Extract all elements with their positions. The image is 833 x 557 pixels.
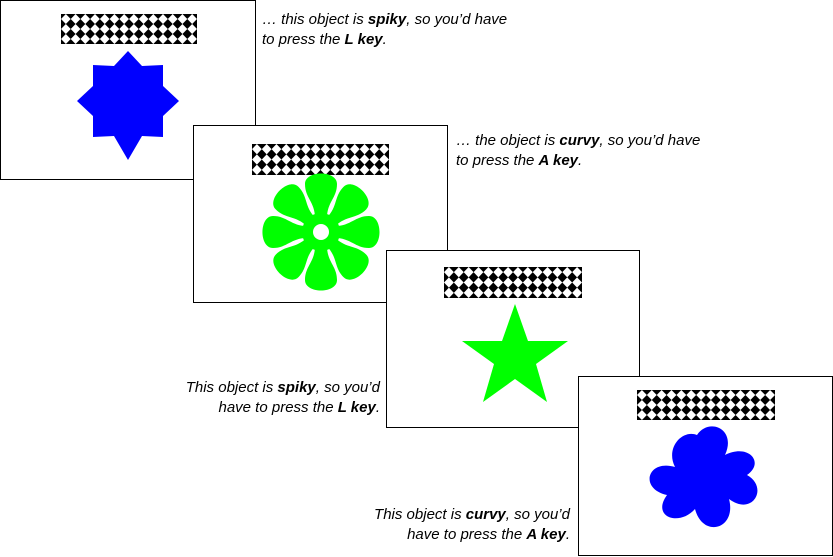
caption-3-text: , so you’d <box>315 379 380 396</box>
caption-1-text: , so you’d have <box>406 11 508 28</box>
caption-4-text: , so you’d <box>505 506 570 523</box>
caption-3-text: This object is <box>185 379 278 396</box>
caption-1-bold: spiky <box>367 11 407 28</box>
diamond-mask <box>637 390 775 420</box>
caption-3: This object is spiky, so you’d have to p… <box>130 378 380 418</box>
caption-2-key: A key <box>538 152 579 169</box>
caption-4-key: A key <box>526 526 566 543</box>
curvy-flower-shape <box>262 173 380 291</box>
caption-1-text: … this object is <box>262 11 368 28</box>
caption-4-bold: curvy <box>465 506 506 523</box>
caption-2-text: to press the <box>456 152 539 169</box>
card-3-svg <box>444 267 582 402</box>
caption-4-text: . <box>565 526 570 543</box>
caption-3-text: have to press the <box>218 399 338 416</box>
caption-3-bold: spiky <box>277 379 316 396</box>
caption-2-text: . <box>578 152 583 169</box>
caption-4: This object is curvy, so you’d have to p… <box>320 505 570 545</box>
caption-1: … this object is spiky, so you’d have to… <box>262 10 522 50</box>
caption-3-key: L key <box>337 399 376 416</box>
diamond-mask <box>252 144 389 175</box>
caption-1-text: to press the <box>262 31 345 48</box>
caption-2-text: … the object is <box>456 132 560 149</box>
caption-2: … the object is curvy, so you’d have to … <box>456 131 726 171</box>
five-point-star-shape <box>462 304 568 402</box>
caption-4-text: have to press the <box>407 526 527 543</box>
caption-4-text: This object is <box>374 506 466 523</box>
diamond-mask <box>444 267 582 298</box>
card-2-svg <box>252 144 389 291</box>
card-1-svg <box>61 14 197 160</box>
stimulus-card-1 <box>0 0 256 180</box>
caption-2-text: , so you’d have <box>599 132 701 149</box>
stimulus-card-4 <box>578 376 833 556</box>
eight-point-star-shape <box>77 51 179 160</box>
caption-3-text: . <box>375 399 380 416</box>
curvy-blob-shape <box>649 426 758 528</box>
card-4-svg <box>637 390 775 528</box>
caption-1-text: . <box>382 31 387 48</box>
caption-1-key: L key <box>344 31 383 48</box>
diamond-mask <box>61 14 197 44</box>
caption-2-bold: curvy <box>559 132 600 149</box>
